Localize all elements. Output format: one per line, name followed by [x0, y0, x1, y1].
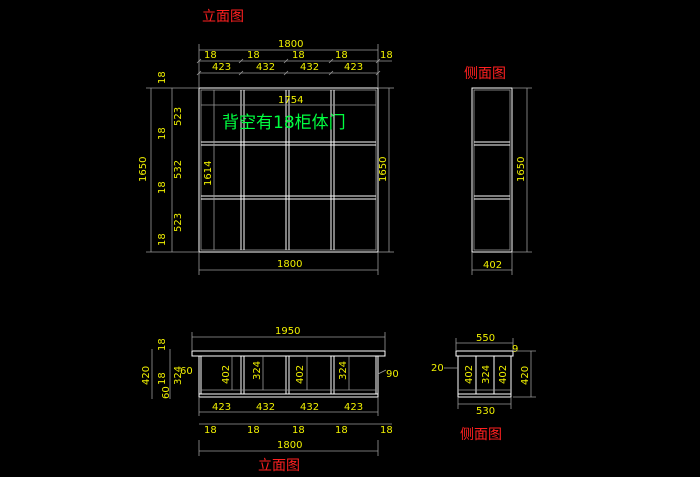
dim-left-rows: 18 523 18 532 18 523 18: [157, 71, 184, 246]
dim-right-height: 1650: [378, 157, 389, 182]
dim-sb-height: 420: [520, 366, 531, 385]
dim-left-inner: 324: [173, 366, 184, 385]
dim-left: 60: [161, 386, 172, 399]
dim-cell: 324: [252, 361, 263, 380]
title-side-top: 侧面图: [464, 66, 506, 82]
dim-panel: 423: [344, 62, 363, 73]
dim-seg-18: 18: [204, 425, 217, 436]
dim-bottom-overall: 1800: [277, 440, 302, 451]
dim-right: 90: [386, 369, 399, 380]
dim-panel: 423: [344, 402, 363, 413]
dim-seg-18: 18: [380, 425, 393, 436]
dim-cell: 324: [481, 365, 492, 384]
dim-bottom-overall-width: 1950: [275, 326, 300, 337]
dim-bottom-width: 1800: [277, 259, 302, 270]
dim-bottom-segments: 18 18 18 18 18: [204, 425, 393, 436]
dim-sb-top-width: 550: [476, 333, 495, 344]
dim-row: 18: [157, 127, 168, 140]
dim-top-segments: 18 18 18 18 18: [204, 50, 393, 61]
dim-sb-left: 20: [431, 363, 444, 374]
elevation-front-view: 1800 18 18 18 18 18 423 432 432 423: [138, 39, 394, 275]
dim-cell: 402: [295, 365, 306, 384]
dim-overall-height: 1650: [138, 157, 149, 182]
cabinet-outline: [198, 87, 379, 253]
dim-row: 532: [173, 160, 184, 179]
dim-row: 18: [157, 181, 168, 194]
dim-panel: 432: [300, 62, 319, 73]
dim-side-depth: 402: [483, 260, 502, 271]
title-elevation-top: 立面图: [202, 9, 244, 25]
dim-cell: 402: [498, 365, 509, 384]
elevation-bottom-view: 1950 18 420 324 60 18 60 402 324 402 324…: [141, 326, 399, 456]
dim-panel: 432: [256, 62, 275, 73]
dim-top-panels: 423 432 432 423: [212, 62, 363, 73]
dim-seg-18: 18: [247, 50, 260, 61]
dim-seg-18: 18: [380, 50, 393, 61]
title-side-bottom: 侧面图: [460, 427, 502, 443]
vertical-dividers: [240, 90, 335, 250]
dim-row: 18: [157, 71, 168, 84]
dim-left: 18: [157, 338, 168, 351]
dim-inner-height: 1614: [203, 161, 214, 186]
dim-seg-18: 18: [292, 425, 305, 436]
dim-side-height: 1650: [516, 157, 527, 182]
title-elevation-bottom: 立面图: [258, 458, 300, 474]
dim-seg-18: 18: [247, 425, 260, 436]
side-view-top: 1650 402: [471, 87, 532, 275]
dim-row: 18: [157, 233, 168, 246]
dim-cell: 324: [338, 361, 349, 380]
dim-panel: 423: [212, 62, 231, 73]
dim-panel: 432: [256, 402, 275, 413]
dim-sb-bottom-width: 530: [476, 406, 495, 417]
dim-row: 523: [173, 107, 184, 126]
side-view-bottom: 550 9 20 402 324 402 420 530: [431, 333, 536, 417]
dim-left: 18: [157, 372, 168, 385]
dim-left-height: 420: [141, 366, 152, 385]
dim-inner-width: 1754: [278, 95, 303, 106]
dim-ticks-top: [196, 58, 381, 76]
dim-overall-width: 1800: [278, 39, 303, 50]
dim-seg-18: 18: [204, 50, 217, 61]
dim-panel: 432: [300, 402, 319, 413]
dim-left: 60: [180, 366, 193, 377]
dim-panel: 423: [212, 402, 231, 413]
dim-seg-18: 18: [335, 425, 348, 436]
dim-bottom-panels: 423 432 432 423: [212, 402, 363, 413]
shelf-lines: [201, 141, 376, 200]
dim-cell: 402: [221, 365, 232, 384]
dim-cell: 402: [464, 365, 475, 384]
dim-seg-18: 18: [335, 50, 348, 61]
dim-sb-cells: 402 324 402: [464, 365, 509, 384]
dim-seg-18: 18: [292, 50, 305, 61]
dim-cells: 402 324 402 324: [221, 361, 349, 384]
note-text: 背空有18柜体门: [222, 113, 346, 133]
dim-row: 523: [173, 213, 184, 232]
dim-sb-top-right: 9: [512, 344, 518, 355]
